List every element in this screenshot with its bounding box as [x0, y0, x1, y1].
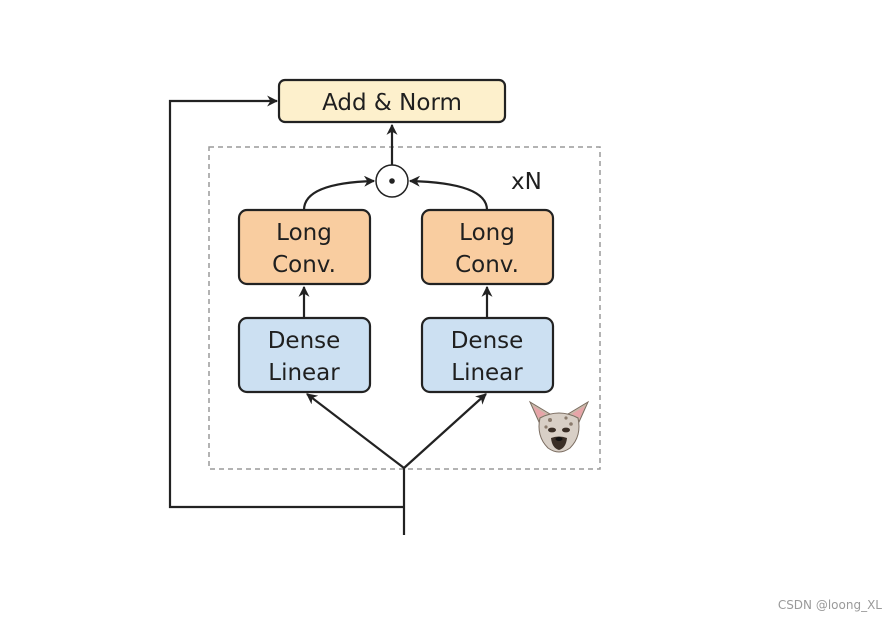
arrow-conv-to-product-right — [408, 175, 489, 211]
add-norm-label: Add & Norm — [322, 90, 462, 116]
add-norm-block: Add & Norm — [277, 78, 507, 124]
dense-linear-label-right-2: Linear — [451, 360, 523, 386]
dense-linear-label-left-1: Dense — [268, 328, 341, 354]
arrow-conv-to-product-left — [302, 175, 376, 211]
elementwise-product-icon — [375, 164, 409, 198]
split-arrow-left — [306, 393, 405, 469]
branch-left: Dense Linear Long Conv. — [237, 175, 376, 394]
long-conv-label-right-2: Conv. — [455, 252, 519, 278]
residual-connection — [168, 95, 404, 509]
long-conv-label-right-1: Long — [459, 220, 515, 246]
dense-linear-label-left-2: Linear — [268, 360, 340, 386]
long-conv-label-left-2: Conv. — [272, 252, 336, 278]
split-arrow-right — [403, 393, 487, 469]
branch-right: Dense Linear Long Conv. — [408, 175, 555, 394]
long-conv-label-left-1: Long — [276, 220, 332, 246]
dense-linear-label-right-1: Dense — [451, 328, 524, 354]
watermark: CSDN @loong_XL — [777, 598, 882, 612]
repeat-count-label: xN — [511, 169, 542, 195]
hyena-face-icon — [528, 400, 590, 453]
repeat-region — [208, 146, 601, 470]
